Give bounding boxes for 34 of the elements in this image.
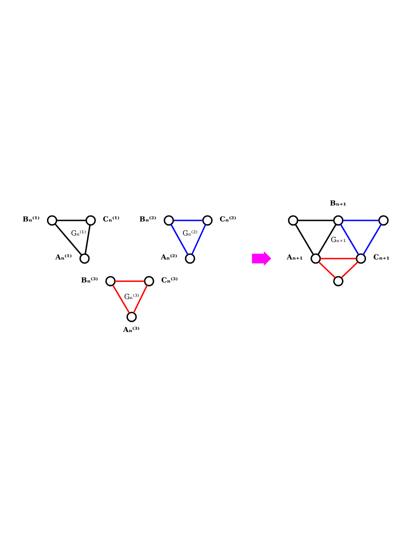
connector — [84, 224, 91, 254]
node-circle — [378, 214, 389, 226]
connector — [114, 280, 145, 282]
node-circle — [333, 214, 344, 226]
node-arrow — [252, 251, 272, 266]
connector — [342, 219, 379, 221]
node-circle — [46, 214, 58, 226]
connector — [317, 224, 337, 254]
connector — [294, 224, 314, 254]
node-circle — [126, 311, 137, 322]
connector — [191, 224, 206, 254]
node-circle — [86, 214, 96, 226]
node-circle — [105, 275, 116, 286]
connector — [56, 219, 86, 221]
connector — [318, 261, 336, 278]
node-circle — [310, 252, 321, 264]
connector — [170, 224, 188, 254]
connector — [340, 261, 358, 278]
node-circle — [333, 275, 344, 286]
connector — [54, 222, 82, 255]
connector — [340, 224, 360, 254]
node-circle — [144, 275, 154, 286]
node-circle — [79, 252, 90, 264]
node-circle — [356, 252, 366, 264]
node-circle — [288, 214, 298, 226]
connector — [298, 219, 334, 221]
connector — [173, 219, 203, 221]
connector — [112, 284, 130, 313]
node-circle — [164, 214, 174, 226]
node-circle — [202, 214, 213, 226]
connector — [132, 284, 148, 313]
connector — [362, 224, 382, 254]
node-circle — [184, 252, 196, 264]
connector — [320, 257, 356, 259]
